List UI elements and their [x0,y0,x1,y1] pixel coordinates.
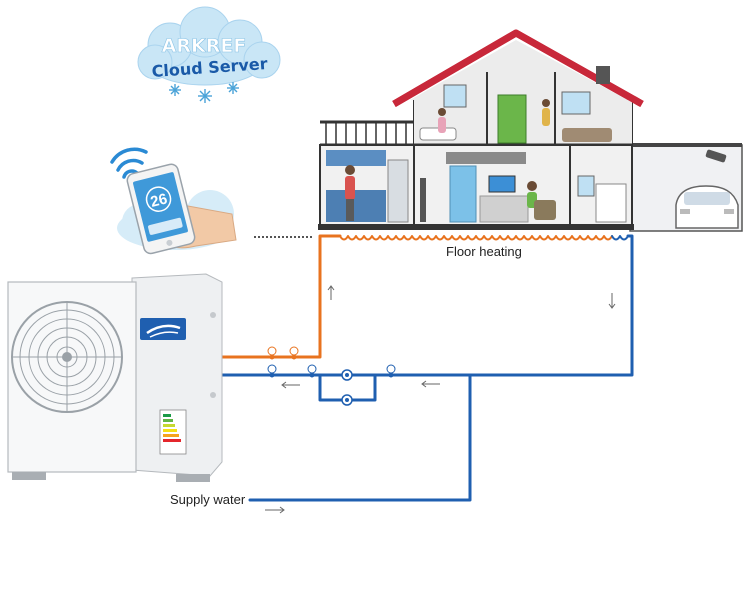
hot-supply-pipe [216,234,342,359]
floor-heating-label: Floor heating [446,244,522,259]
cloud-brand-text: ARKREF [162,35,247,57]
security-camera-icon [705,149,727,163]
phone-app: 26 [110,147,312,255]
car-icon [675,185,739,229]
valve-icon [267,364,277,378]
person-kitchen [345,165,355,221]
living-window [446,152,526,164]
floor-slab [318,224,634,230]
heat-pump-outdoor-unit [7,273,223,482]
unit-foot [176,474,210,482]
valve-icon [289,346,299,360]
valve-icon [307,364,317,378]
energy-label [159,409,187,455]
arrow-left-icon [281,381,300,389]
valve-icon [386,364,396,378]
cloud-server-badge: ARKREF Cloud Server [137,6,281,103]
cold-return-pipe [216,234,634,377]
fan-hub [62,352,72,362]
unit-front-panel [7,281,137,473]
piping [216,234,634,502]
tv-icon [488,175,516,193]
flow-arrows [265,285,616,514]
supply-water-pipe [248,373,472,502]
glass-door [449,165,477,223]
floor-heating-coil [339,235,613,241]
snowflake-icon [169,82,239,103]
speaker [420,178,426,222]
person-upper-left [438,108,446,133]
thermostat-dial [145,186,172,212]
arrow-down-icon [608,293,616,309]
pump-icon [341,369,353,381]
floor-heating-coil-return [611,235,629,241]
valve-icon [267,346,277,360]
arrow-up-icon [327,285,335,300]
valves [267,346,396,406]
person-living [527,181,556,220]
unit-port [210,392,216,398]
arrow-right-icon [265,506,285,514]
arrow-left-icon [421,380,440,388]
right-window [577,175,595,197]
balcony-railing [320,120,414,147]
garage [629,143,743,232]
shelf [595,183,627,223]
cloud-shape [137,6,281,86]
upper-door [497,94,527,144]
sofa [562,128,612,142]
unit-port [210,312,216,318]
kitchen-counter [326,190,386,222]
unit-foot [12,472,46,480]
phone-temperature: 26 [149,190,169,211]
refrigerator [387,159,409,223]
upper-window [561,91,591,115]
tv-unit [479,195,529,223]
house-illustration [318,29,743,232]
supply-water-label: Supply water [170,492,246,507]
brand-logo-icon [140,318,186,340]
smartphone: 26 [126,163,196,255]
chimney [596,66,610,84]
pump-icon [341,394,353,406]
bedroom-window [443,84,467,108]
kitchen-cabinets-upper [326,150,386,166]
person-upper-right [542,99,550,126]
